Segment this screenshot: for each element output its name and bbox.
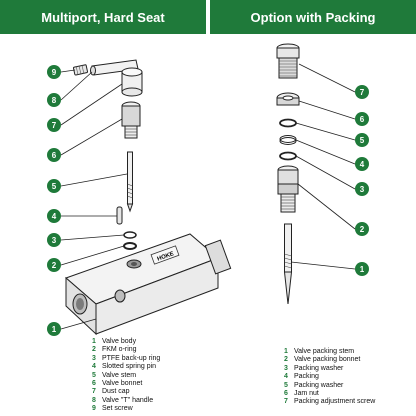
callout-right-2: 2 — [355, 222, 369, 236]
dust-cap-part — [121, 67, 143, 97]
backup-ring-part — [123, 231, 137, 239]
legend-item: 6 Valve bonnet — [92, 380, 143, 388]
valve-bonnet-part — [121, 101, 141, 139]
legend-item: 7 Dust cap — [92, 388, 130, 396]
legend-item: 5 Valve stem — [92, 371, 137, 379]
body-stamp: HOKE — [157, 251, 175, 263]
packing-stem-part — [283, 223, 293, 305]
callout-left-1: 1 — [47, 322, 61, 336]
t-handle-part — [90, 59, 139, 76]
right-panel-header: Option with Packing — [210, 0, 416, 34]
legend-item: 8 Valve "T" handle — [92, 396, 154, 404]
legend-item: 3 Packing washer — [284, 364, 344, 372]
svg-text:6: 6 — [52, 151, 57, 160]
packing-part — [279, 135, 297, 145]
callout-left-7: 7 — [47, 118, 61, 132]
svg-text:4: 4 — [52, 212, 57, 221]
valve-body-part: HOKE — [65, 233, 232, 336]
right-parts-legend: 1 Valve packing stem 2 Valve packing bon… — [284, 348, 375, 407]
callout-right-1: 1 — [355, 262, 369, 276]
callout-left-2: 2 — [47, 258, 61, 272]
callout-left-4: 4 — [47, 209, 61, 223]
svg-text:2: 2 — [360, 225, 365, 234]
left-panel-title: Multiport, Hard Seat — [41, 9, 165, 25]
callout-left-8: 8 — [47, 93, 61, 107]
callout-right-4: 4 — [355, 157, 369, 171]
svg-text:5: 5 — [360, 136, 365, 145]
svg-text:1: 1 — [360, 265, 365, 274]
legend-item: 3 PTFE back-up ring — [92, 354, 161, 362]
svg-text:7: 7 — [52, 121, 57, 130]
legend-item: 4 Slotted spring pin — [92, 363, 157, 371]
packing-washer-lower-part — [279, 151, 297, 161]
o-ring-part — [123, 242, 137, 250]
valve-stem-part — [126, 151, 134, 213]
svg-text:6: 6 — [360, 115, 365, 124]
svg-text:4: 4 — [360, 160, 365, 169]
legend-item: 9 Set screw — [92, 405, 133, 413]
packing-bonnet-part — [277, 165, 299, 213]
callout-right-7: 7 — [355, 85, 369, 99]
legend-item: 1 Valve packing stem — [284, 348, 355, 355]
packing-washer-upper-part — [279, 118, 297, 128]
right-leader-lines — [290, 63, 356, 270]
legend-item: 2 FKM o-ring — [92, 346, 137, 354]
callout-right-6: 6 — [355, 112, 369, 126]
left-parts-legend: 1 Valve body 2 FKM o-ring 3 PTFE back-up… — [92, 338, 160, 414]
legend-item: 6 Jam nut — [284, 390, 319, 398]
callout-right-5: 5 — [355, 133, 369, 147]
packing-adjustment-screw-part — [276, 43, 300, 79]
callout-right-3: 3 — [355, 182, 369, 196]
callout-left-6: 6 — [47, 148, 61, 162]
svg-text:8: 8 — [52, 96, 57, 105]
svg-text:3: 3 — [360, 185, 365, 194]
left-callouts: 9 8 7 6 5 4 3 2 1 — [47, 65, 61, 336]
legend-item: 2 Valve packing bonnet — [284, 356, 361, 364]
legend-item: 1 Valve body — [92, 338, 137, 345]
legend-item: 5 Packing washer — [284, 381, 344, 389]
callout-left-3: 3 — [47, 233, 61, 247]
callout-left-5: 5 — [47, 179, 61, 193]
legend-item: 7 Packing adjustment screw — [284, 398, 376, 406]
svg-text:3: 3 — [52, 236, 57, 245]
svg-text:1: 1 — [52, 325, 57, 334]
svg-text:5: 5 — [52, 182, 57, 191]
right-callouts: 7 6 5 4 3 2 1 — [355, 85, 369, 276]
exploded-diagram: HOKE 9 8 7 6 5 4 3 2 1 — [47, 43, 369, 336]
left-panel-header: Multiport, Hard Seat — [0, 0, 206, 34]
svg-text:9: 9 — [52, 68, 57, 77]
left-leader-lines — [60, 69, 128, 330]
svg-text:2: 2 — [52, 261, 57, 270]
svg-text:7: 7 — [360, 88, 365, 97]
callout-left-9: 9 — [47, 65, 61, 79]
right-panel-title: Option with Packing — [250, 9, 376, 25]
set-screw-part — [72, 64, 88, 76]
legend-item: 4 Packing — [284, 373, 319, 381]
spring-pin-part — [116, 206, 123, 225]
jam-nut-part — [276, 92, 300, 106]
